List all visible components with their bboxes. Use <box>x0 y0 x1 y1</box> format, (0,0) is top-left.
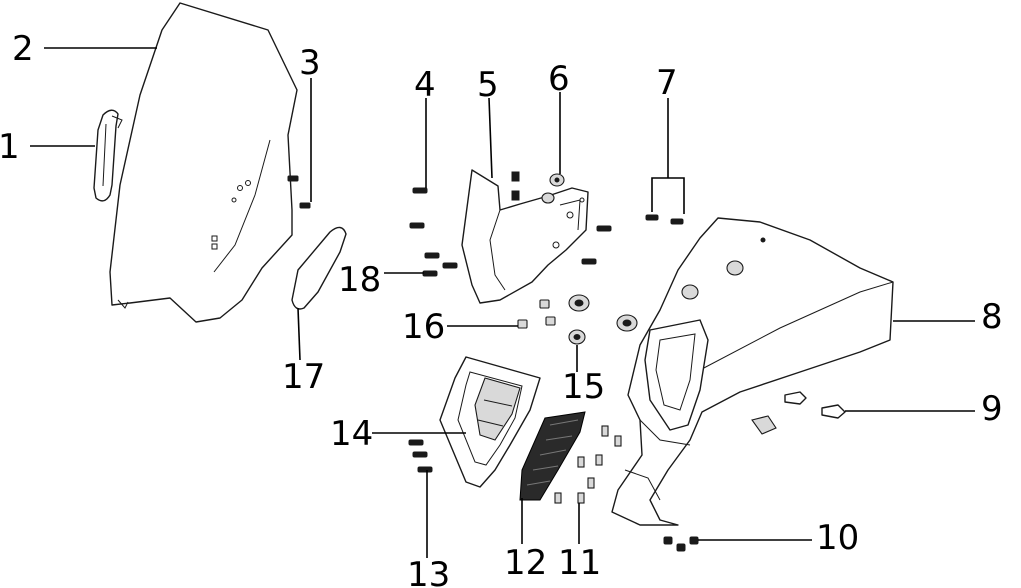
front-cover-icon <box>611 217 894 526</box>
grommet-icon <box>568 294 638 345</box>
inner-panel-icon <box>439 356 541 488</box>
callout-14: 14 <box>330 414 373 454</box>
callout-3: 3 <box>299 43 321 83</box>
leader-lines <box>30 47 975 558</box>
bolt-icon <box>409 187 612 277</box>
callout-5: 5 <box>477 65 499 105</box>
callout-8: 8 <box>981 297 1003 337</box>
callout-numbers: 1 2 3 4 5 6 7 8 9 10 11 12 13 14 15 16 1… <box>0 29 1003 588</box>
callout-17: 17 <box>282 357 325 397</box>
callout-18: 18 <box>338 260 381 300</box>
callout-16: 16 <box>402 307 445 347</box>
callout-13: 13 <box>407 555 450 588</box>
callout-4: 4 <box>414 65 436 105</box>
callout-15: 15 <box>562 367 605 407</box>
windshield-icon <box>109 2 298 323</box>
screw-icon <box>408 439 433 473</box>
nut-icon <box>554 425 622 504</box>
nut-icon <box>541 173 565 204</box>
screw-icon <box>645 214 684 225</box>
callout-11: 11 <box>558 543 601 583</box>
handle-grip-icon <box>93 109 123 202</box>
bracket-icon <box>461 169 589 304</box>
callout-1: 1 <box>0 127 20 167</box>
callout-2: 2 <box>12 29 34 69</box>
mesh-grille-icon <box>519 411 586 501</box>
trim-panel-icon <box>291 226 347 310</box>
callout-7: 7 <box>656 63 678 103</box>
callout-10: 10 <box>816 518 859 558</box>
clip-icon <box>751 391 846 435</box>
callout-12: 12 <box>504 543 547 583</box>
callout-6: 6 <box>548 59 570 99</box>
screw-icon <box>663 536 699 552</box>
callout-9: 9 <box>981 389 1003 429</box>
screw-icon <box>287 175 311 209</box>
spacer-icon <box>517 299 556 329</box>
